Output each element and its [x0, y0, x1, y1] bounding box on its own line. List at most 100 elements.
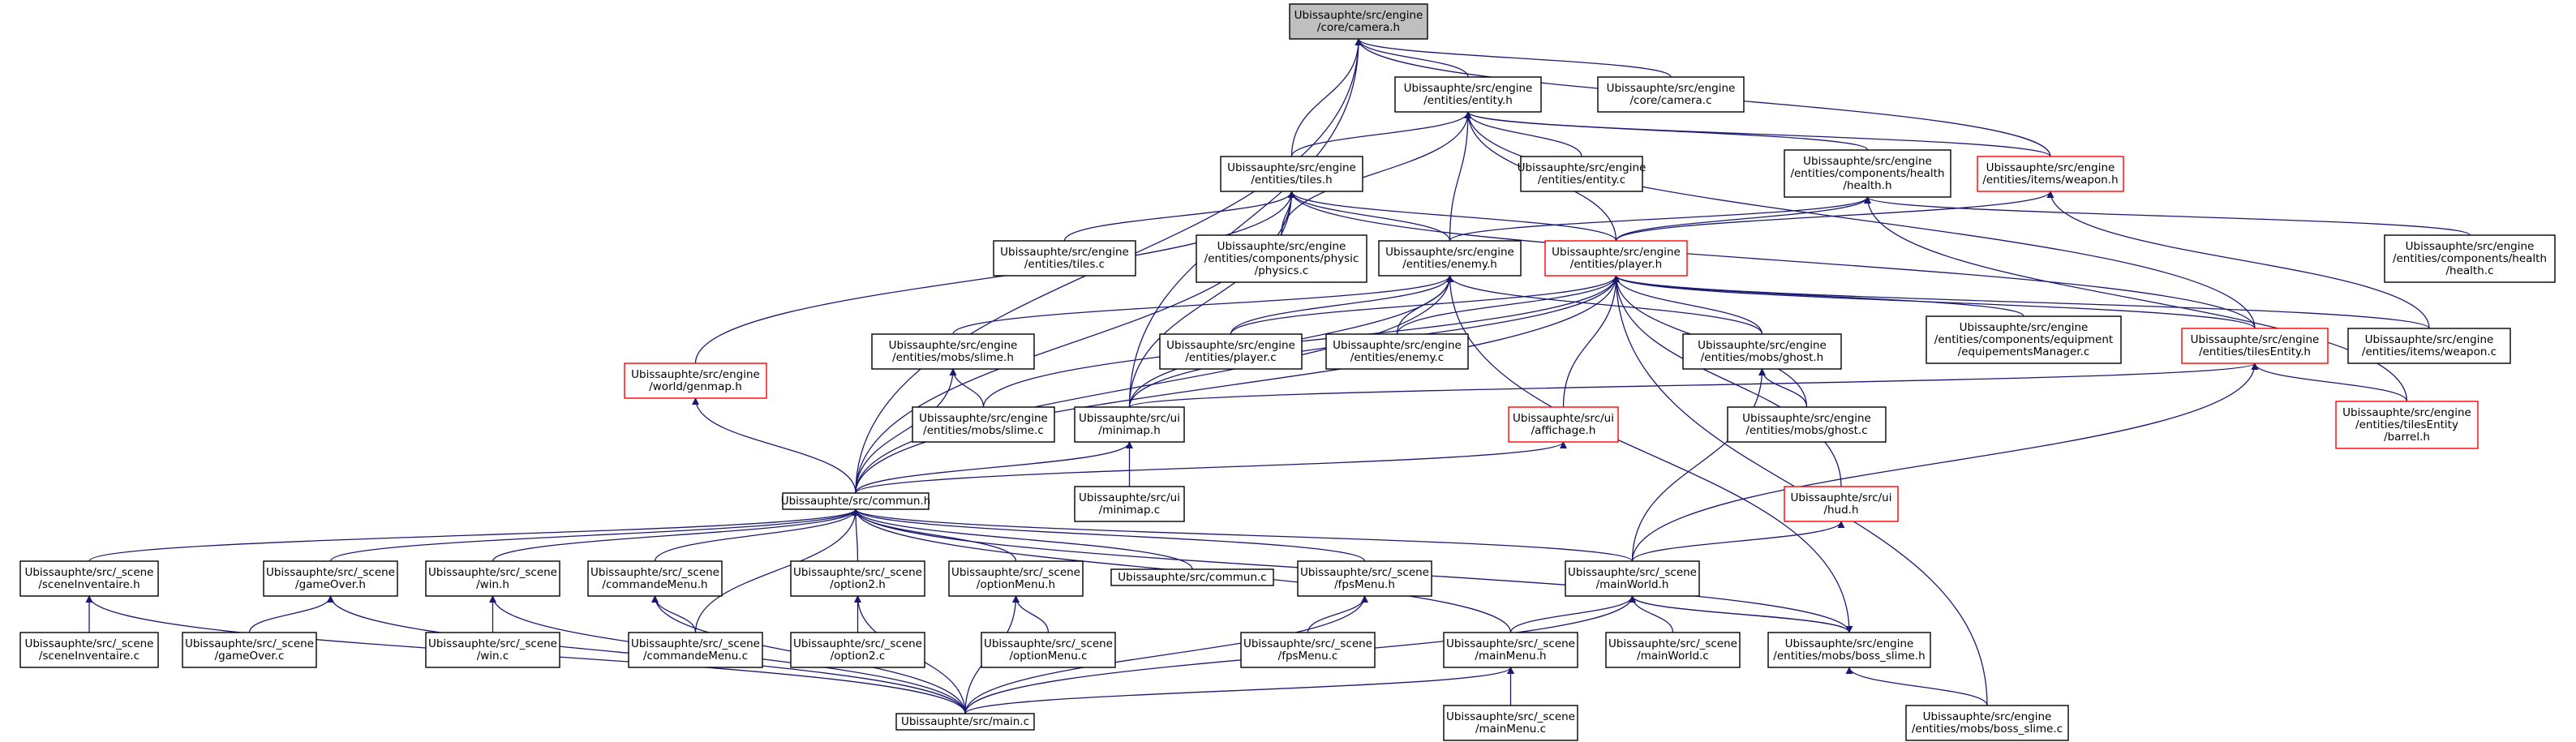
- node-boss-slime-c[interactable]: Ubissauphte/src/engine/entities/mobs/bos…: [1905, 705, 2069, 741]
- edge-commun_h-to-player_h: [855, 275, 1620, 494]
- node-equip-c[interactable]: Ubissauphte/src/engine/entities/componen…: [1926, 315, 2122, 364]
- node-entity-c[interactable]: Ubissauphte/src/engine/entities/entity.c: [1518, 156, 1646, 192]
- node-label-line: /sceneInventaire.h: [38, 578, 140, 591]
- node-win-h[interactable]: Ubissauphte/src/_scene/win.h: [425, 560, 560, 597]
- node-label-line: /optionMenu.c: [1009, 650, 1087, 663]
- node-player-c[interactable]: Ubissauphte/src/engine/entities/player.c: [1159, 333, 1303, 370]
- node-label-line: Ubissauphte/src/commun.h: [781, 495, 931, 508]
- node-sceneInv-h[interactable]: Ubissauphte/src/_scene/sceneInventaire.h: [19, 560, 159, 597]
- node-label-line: Ubissauphte/src/_scene: [185, 637, 314, 650]
- node-label-line: /minimap.h: [1098, 424, 1161, 437]
- edge-genmap_h-to-tiles_h: [694, 191, 1295, 364]
- node-option2-h[interactable]: Ubissauphte/src/_scene/option2.h: [790, 560, 925, 597]
- node-tilesEntity-h[interactable]: Ubissauphte/src/engine/entities/tilesEnt…: [2181, 328, 2329, 364]
- node-box: [1784, 149, 1951, 198]
- node-player-h[interactable]: Ubissauphte/src/engine/entities/player.h: [1544, 240, 1688, 277]
- node-label-line: Ubissauphte/src/engine: [1607, 82, 1736, 95]
- node-option2-c[interactable]: Ubissauphte/src/_scene/option2.c: [790, 632, 925, 668]
- node-box: [1784, 486, 1899, 522]
- edge-minimap_h-to-tiles_h: [1128, 191, 1295, 408]
- node-health-c[interactable]: Ubissauphte/src/engine/entities/componen…: [2384, 234, 2556, 283]
- node-gameOver-h[interactable]: Ubissauphte/src/_scene/gameOver.h: [263, 560, 398, 597]
- node-label-line: /entities/components/health: [2393, 252, 2547, 265]
- node-minimap-h[interactable]: Ubissauphte/src/ui/minimap.h: [1074, 406, 1185, 443]
- edge-player_c-to-player_h: [1230, 275, 1620, 335]
- node-health-h[interactable]: Ubissauphte/src/engine/entities/componen…: [1784, 149, 1951, 198]
- node-label-line: /entities/mobs/slime.c: [923, 424, 1044, 437]
- node-minimap-c[interactable]: Ubissauphte/src/ui/minimap.c: [1074, 486, 1185, 522]
- node-fpsMenu-h[interactable]: Ubissauphte/src/_scene/fpsMenu.h: [1297, 560, 1432, 597]
- node-label-line: /mainMenu.h: [1475, 650, 1546, 663]
- node-camera-h[interactable]: Ubissauphte/src/engine/core/camera.h: [1289, 3, 1428, 40]
- edge-tilesEntity_h-to-entity_h: [1464, 111, 2256, 329]
- node-mainMenu-h[interactable]: Ubissauphte/src/_scene/mainMenu.h: [1443, 632, 1578, 668]
- node-optionMenu-h[interactable]: Ubissauphte/src/_scene/optionMenu.h: [948, 560, 1084, 597]
- node-box: [782, 492, 930, 510]
- node-cmdMenu-c[interactable]: Ubissauphte/src/_scene/commandeMenu.c: [628, 632, 763, 668]
- node-box: [1378, 240, 1522, 277]
- edge-enemy_h-to-entity_h: [1449, 111, 1472, 242]
- node-label-line: Ubissauphte/src/_scene: [24, 637, 153, 650]
- node-slime-h[interactable]: Ubissauphte/src/engine/entities/mobs/sli…: [871, 333, 1035, 370]
- edge-boss_slime_h-to-enemy_h: [1446, 275, 1850, 633]
- node-label-line: /entities/tilesEntity: [2355, 418, 2458, 431]
- node-enemy-h[interactable]: Ubissauphte/src/engine/entities/enemy.h: [1378, 240, 1522, 277]
- node-label-line: /mainWorld.h: [1596, 578, 1669, 591]
- node-weapon-c[interactable]: Ubissauphte/src/engine/entities/items/we…: [2347, 328, 2511, 364]
- node-box: [1297, 560, 1432, 597]
- node-sceneInv-c[interactable]: Ubissauphte/src/_scene/sceneInventaire.c: [19, 632, 159, 668]
- node-box: [1443, 705, 1578, 741]
- node-cmdMenu-h[interactable]: Ubissauphte/src/_scene/commandeMenu.h: [587, 560, 723, 597]
- node-boss-slime-h[interactable]: Ubissauphte/src/engine/entities/mobs/bos…: [1767, 632, 1931, 668]
- edge-optionMenu_h-to-commun_h: [852, 508, 1017, 562]
- node-fpsMenu-c[interactable]: Ubissauphte/src/_scene/fpsMenu.c: [1240, 632, 1376, 668]
- node-commun-h[interactable]: Ubissauphte/src/commun.h: [781, 492, 931, 510]
- node-tiles-c[interactable]: Ubissauphte/src/engine/entities/tiles.c: [993, 240, 1136, 277]
- node-mainMenu-c[interactable]: Ubissauphte/src/_scene/mainMenu.c: [1443, 705, 1578, 741]
- node-label-line: /physics.c: [1255, 264, 1309, 277]
- edge-commun_c-to-commun_h: [852, 508, 1193, 570]
- node-ghost-h[interactable]: Ubissauphte/src/engine/entities/mobs/gho…: [1682, 333, 1842, 370]
- node-mainWorld-h[interactable]: Ubissauphte/src/_scene/mainWorld.h: [1565, 560, 1700, 597]
- edge-boss_slime_c-to-boss_slime_h: [1845, 667, 1988, 706]
- edge-cmdMenu_c-to-commun_h: [694, 508, 860, 633]
- node-affichage-h[interactable]: Ubissauphte/src/ui/affichage.h: [1508, 406, 1619, 443]
- node-label-line: Ubissauphte/src/engine: [2406, 240, 2535, 253]
- node-hud-h[interactable]: Ubissauphte/src/ui/hud.h: [1784, 486, 1899, 522]
- node-slime-c[interactable]: Ubissauphte/src/engine/entities/mobs/sli…: [912, 406, 1055, 443]
- edge-mainMenu_h-to-mainWorld_h: [1509, 595, 1636, 633]
- edge-sceneInv_h-to-commun_h: [88, 508, 860, 562]
- node-box: [1520, 156, 1643, 192]
- edge-tilesEntity_h-to-tiles_h: [1288, 191, 2256, 329]
- node-label-line: /entities/components/equipment: [1934, 333, 2113, 346]
- edge-mainWorld_h-to-tilesEntity_h: [1631, 362, 2259, 562]
- node-box: [1565, 560, 1700, 597]
- node-tiles-h[interactable]: Ubissauphte/src/engine/entities/tiles.h: [1220, 156, 1363, 192]
- node-enemy-c[interactable]: Ubissauphte/src/engine/entities/enemy.c: [1325, 333, 1469, 370]
- node-win-c[interactable]: Ubissauphte/src/_scene/win.c: [425, 632, 560, 668]
- node-camera-c[interactable]: Ubissauphte/src/engine/core/camera.c: [1597, 76, 1745, 113]
- node-main-c[interactable]: Ubissauphte/src/main.c: [895, 713, 1035, 731]
- node-weapon-h[interactable]: Ubissauphte/src/engine/entities/items/we…: [1977, 156, 2124, 192]
- edge-fpsMenu_h-to-commun_h: [852, 508, 1366, 562]
- node-label-line: /option2.h: [830, 578, 886, 591]
- edge-physics_c-to-entity_h: [1281, 111, 1472, 236]
- node-label-line: Ubissauphte/src/engine: [889, 339, 1018, 352]
- edge-slime_h-to-enemy_h: [952, 275, 1453, 335]
- edge-win_h-to-commun_h: [492, 508, 860, 562]
- node-ghost-c[interactable]: Ubissauphte/src/engine/entities/mobs/gho…: [1727, 406, 1887, 443]
- node-label-line: /entities/tiles.h: [1251, 174, 1332, 187]
- node-label-line: /barrel.h: [2384, 431, 2430, 444]
- node-commun-c[interactable]: Ubissauphte/src/commun.c: [1110, 568, 1274, 586]
- node-label-line: Ubissauphte/src/engine: [1385, 246, 1514, 259]
- node-label-line: Ubissauphte/src/_scene: [793, 566, 922, 579]
- node-box: [2335, 401, 2479, 449]
- node-optionMenu-c[interactable]: Ubissauphte/src/_scene/optionMenu.c: [981, 632, 1116, 668]
- node-physics-c[interactable]: Ubissauphte/src/engine/entities/componen…: [1196, 234, 1367, 283]
- node-mainWorld-c[interactable]: Ubissauphte/src/_scene/mainWorld.c: [1605, 632, 1741, 668]
- edge-mainWorld_h-to-hud_h: [1631, 521, 1845, 562]
- node-entity-h[interactable]: Ubissauphte/src/engine/entities/entity.h: [1394, 76, 1542, 113]
- node-gameOver-c[interactable]: Ubissauphte/src/_scene/gameOver.c: [182, 632, 317, 668]
- node-genmap-h[interactable]: Ubissauphte/src/engine/world/genmap.h: [624, 362, 767, 399]
- node-barrel-h[interactable]: Ubissauphte/src/engine/entities/tilesEnt…: [2335, 401, 2479, 449]
